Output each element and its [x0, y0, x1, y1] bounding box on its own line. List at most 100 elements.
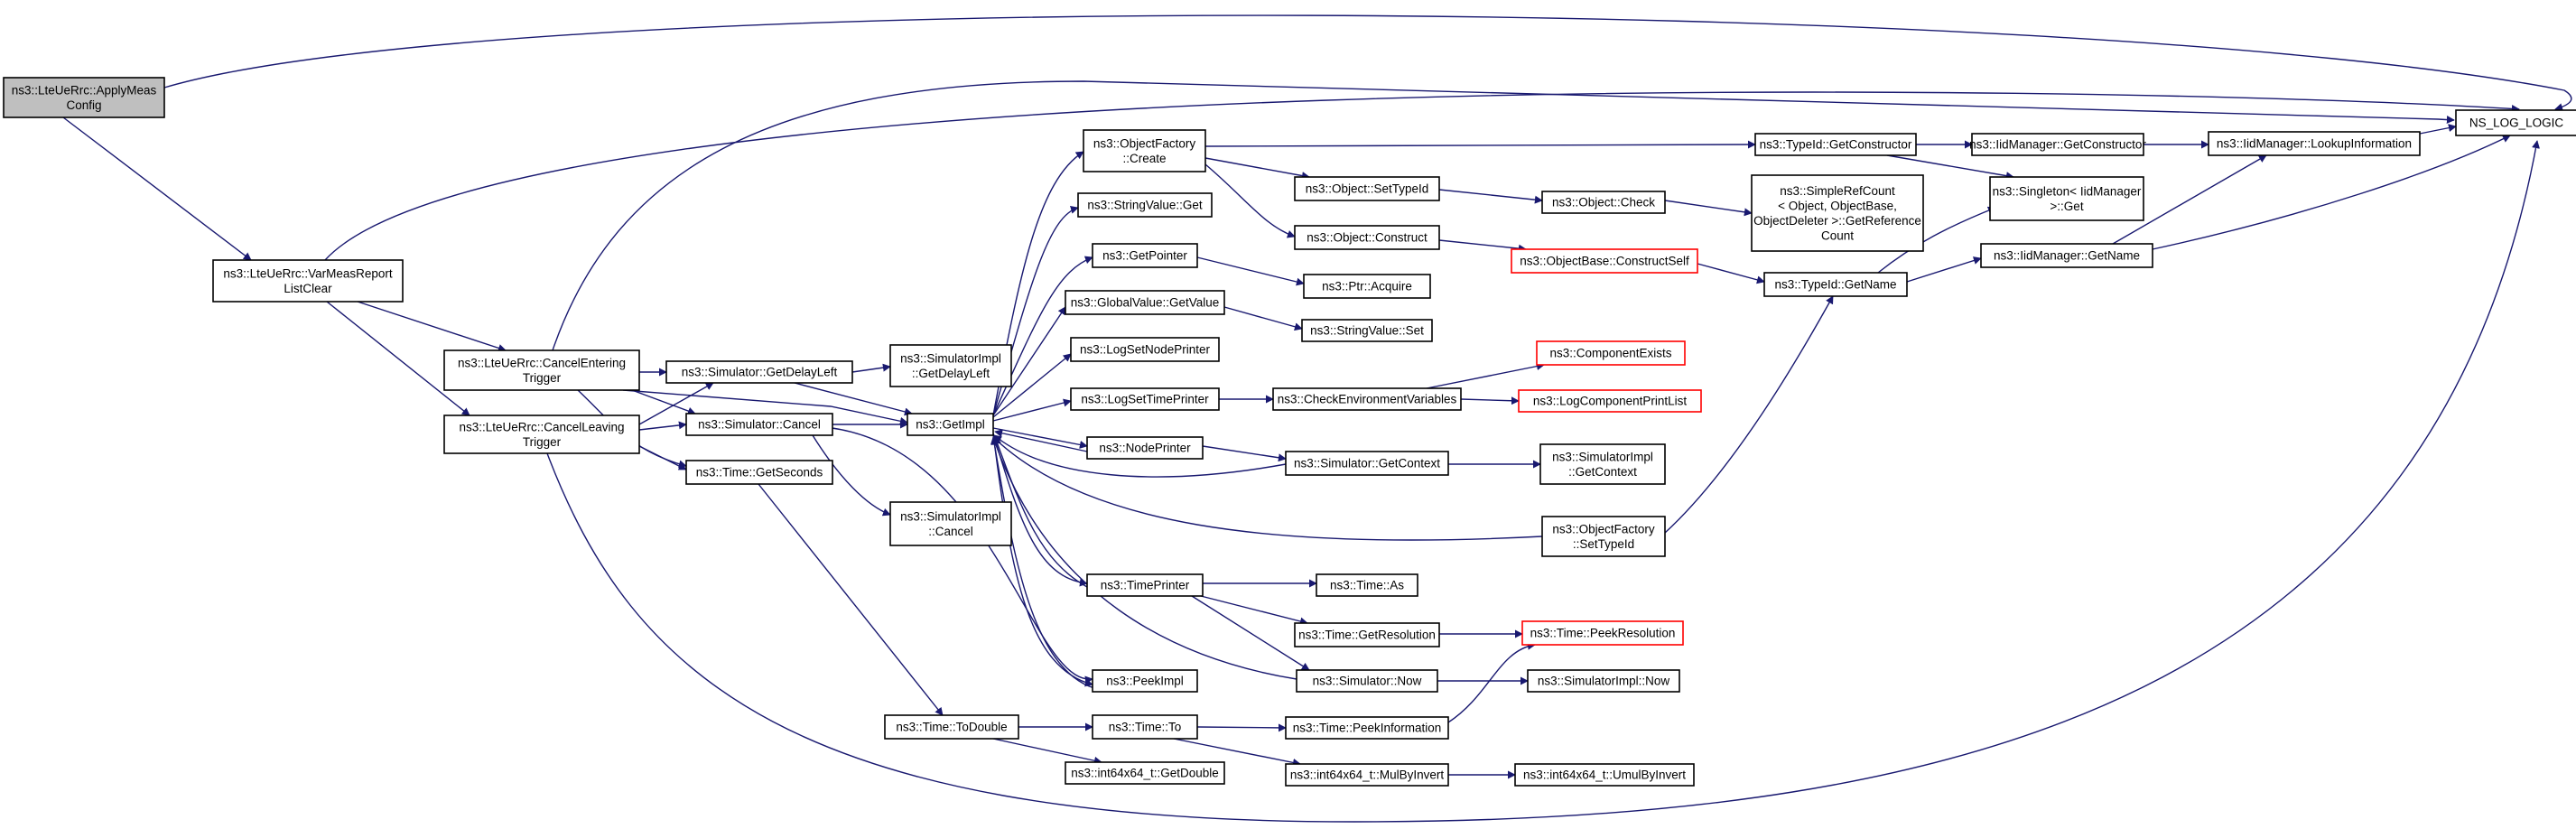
edge-objConstruct-to-constructSelf	[1438, 239, 1527, 253]
node-iidGetConstructor[interactable]: ns3::IidManager::GetConstructor	[1969, 133, 2146, 156]
node-iidGetName[interactable]: ns3::IidManager::GetName	[1980, 243, 2153, 268]
node-label: ns3::SimulatorImpl::Now	[1538, 675, 1670, 688]
edge-cancelLeave-to-getSeconds	[638, 445, 687, 470]
node-objCheck[interactable]: ns3::Object::Check	[1541, 191, 1666, 214]
node-label: Count	[1821, 228, 1854, 242]
node-box	[1989, 176, 2144, 221]
edge-varmeas-to-nsLogLogic	[324, 91, 2520, 261]
node-box	[1536, 340, 1686, 366]
node-box	[1751, 174, 1924, 252]
edge-iidLookup-to-nsLogLogic	[2419, 124, 2457, 135]
edge-cancelEnter-to-getImpl	[622, 389, 908, 425]
node-timeAs[interactable]: ns3::Time::As	[1316, 573, 1418, 597]
node-timeTo[interactable]: ns3::Time::To	[1092, 714, 1198, 740]
node-simGetContext[interactable]: ns3::Simulator::GetContext	[1285, 451, 1449, 476]
node-simNow[interactable]: ns3::Simulator::Now	[1296, 669, 1438, 693]
node-objConstruct[interactable]: ns3::Object::Construct	[1294, 225, 1440, 250]
node-simpleRefCount[interactable]: ns3::SimpleRefCount< Object, ObjectBase,…	[1751, 174, 1924, 252]
node-singletonGet[interactable]: ns3::Singleton< IidManager>::Get	[1989, 176, 2144, 221]
edge-iidGetName-to-iidLookup	[2112, 154, 2267, 245]
node-simCancel[interactable]: ns3::Simulator::Cancel	[685, 413, 833, 436]
node-implGetDelayLeft[interactable]: ns3::SimulatorImpl::GetDelayLeft	[889, 344, 1012, 387]
edge-getImpl-to-gvGetValue	[992, 306, 1066, 416]
node-label: ns3::ObjectFactory	[1552, 522, 1655, 536]
edge-timePrinter-to-simNow	[1191, 595, 1310, 671]
node-implNow[interactable]: ns3::SimulatorImpl::Now	[1527, 669, 1680, 693]
node-label: ns3::GetImpl	[916, 418, 985, 432]
node-getSeconds[interactable]: ns3::Time::GetSeconds	[685, 460, 833, 485]
node-ofSetTypeId[interactable]: ns3::ObjectFactory::SetTypeId	[1541, 516, 1666, 557]
node-getResolution[interactable]: ns3::Time::GetResolution	[1294, 622, 1440, 647]
node-ofCreate[interactable]: ns3::ObjectFactory::Create	[1083, 129, 1206, 172]
node-peekResolution[interactable]: ns3::Time::PeekResolution	[1521, 620, 1684, 646]
node-label: ns3::Object::Check	[1552, 196, 1655, 210]
edge-typeIdGetName-to-singletonGet	[1877, 206, 1996, 274]
node-peekImpl[interactable]: ns3::PeekImpl	[1092, 669, 1198, 693]
node-box	[1092, 669, 1198, 693]
edge-ofCreate-to-typeIdGetConstructor	[1204, 140, 1756, 149]
node-label: ::Create	[1122, 152, 1166, 165]
node-toDouble[interactable]: ns3::Time::ToDouble	[884, 714, 1019, 740]
node-getPointer[interactable]: ns3::GetPointer	[1092, 243, 1198, 268]
node-gvGetValue[interactable]: ns3::GlobalValue::GetValue	[1065, 290, 1225, 315]
node-label: ns3::TypeId::GetName	[1774, 278, 1896, 292]
node-umulByInvert[interactable]: ns3::int64x64_t::UmulByInvert	[1514, 763, 1695, 787]
node-box	[1070, 337, 1220, 362]
node-peekInformation[interactable]: ns3::Time::PeekInformation	[1285, 716, 1449, 740]
node-implGetContext[interactable]: ns3::SimulatorImpl::GetContext	[1539, 443, 1666, 485]
node-typeIdGetConstructor[interactable]: ns3::TypeId::GetConstructor	[1754, 133, 1917, 156]
edge-getImpl-to-nodePrinter	[992, 427, 1088, 449]
node-svSet[interactable]: ns3::StringValue::Set	[1301, 319, 1433, 342]
node-typeIdGetName[interactable]: ns3::TypeId::GetName	[1763, 272, 1908, 297]
node-label: ns3::Time::As	[1330, 579, 1404, 592]
node-iidLookup[interactable]: ns3::IidManager::LookupInformation	[2208, 131, 2421, 156]
node-mulByInvert[interactable]: ns3::int64x64_t::MulByInvert	[1285, 763, 1449, 787]
node-box	[1521, 620, 1684, 646]
node-nsLogLogic[interactable]: NS_LOG_LOGIC	[2455, 109, 2576, 136]
node-objSetTypeId[interactable]: ns3::Object::SetTypeId	[1294, 176, 1440, 201]
node-box	[1083, 129, 1206, 172]
edge-simGetContext-to-getImpl	[993, 434, 1287, 478]
edge-getSeconds-to-toDouble	[758, 483, 944, 716]
node-box	[3, 77, 165, 118]
node-constructSelf[interactable]: ns3::ObjectBase::ConstructSelf	[1511, 248, 1698, 274]
node-getDouble[interactable]: ns3::int64x64_t::GetDouble	[1065, 761, 1225, 785]
edge-varmeas-to-cancelLeave	[326, 301, 470, 416]
node-checkEnv[interactable]: ns3::CheckEnvironmentVariables	[1272, 387, 1462, 411]
node-label: < Object, ObjectBase,	[1778, 199, 1897, 212]
node-logSetNode[interactable]: ns3::LogSetNodePrinter	[1070, 337, 1220, 362]
node-label: ns3::LteUeRrc::VarMeasReport	[223, 266, 393, 280]
node-label: ns3::Simulator::Cancel	[698, 418, 821, 432]
node-componentExists[interactable]: ns3::ComponentExists	[1536, 340, 1686, 366]
node-getImpl[interactable]: ns3::GetImpl	[907, 413, 994, 436]
node-box	[889, 344, 1012, 387]
node-label: ns3::NodePrinter	[1099, 442, 1191, 455]
node-svGet[interactable]: ns3::StringValue::Get	[1077, 192, 1213, 218]
node-label: ns3::Time::PeekInformation	[1293, 722, 1442, 735]
node-getDelayLeft[interactable]: ns3::Simulator::GetDelayLeft	[665, 360, 853, 384]
node-label: ::GetContext	[1568, 465, 1637, 479]
node-nodePrinter[interactable]: ns3::NodePrinter	[1086, 436, 1204, 460]
edge-timeTo-to-mulByInvert	[1173, 738, 1301, 767]
node-implCancel[interactable]: ns3::SimulatorImpl::Cancel	[889, 501, 1012, 546]
edge-objSetTypeId-to-objCheck	[1438, 189, 1543, 204]
edge-iidGetName-to-nsLogLogic	[2152, 135, 2511, 250]
node-ptrAcquire[interactable]: ns3::Ptr::Acquire	[1303, 274, 1431, 299]
edge-getDelayLeft-to-implGetDelayLeft	[851, 363, 891, 373]
node-box	[1303, 274, 1431, 299]
node-box	[1272, 387, 1462, 411]
node-box	[2455, 109, 2576, 136]
edge-nodePrinter-to-simGetContext	[1202, 445, 1287, 462]
node-label: ns3::Simulator::GetDelayLeft	[682, 366, 838, 379]
node-logSetTime[interactable]: ns3::LogSetTimePrinter	[1070, 387, 1220, 411]
node-box	[1092, 243, 1198, 268]
node-logComponentPrintList[interactable]: ns3::LogComponentPrintList	[1518, 389, 1702, 413]
node-label: ns3::LteUeRrc::ApplyMeas	[12, 83, 157, 97]
node-timePrinter[interactable]: ns3::TimePrinter	[1086, 573, 1204, 597]
node-label: ns3::TypeId::GetConstructor	[1760, 138, 1912, 152]
edge-timePrinter-to-getImpl	[993, 436, 1088, 588]
